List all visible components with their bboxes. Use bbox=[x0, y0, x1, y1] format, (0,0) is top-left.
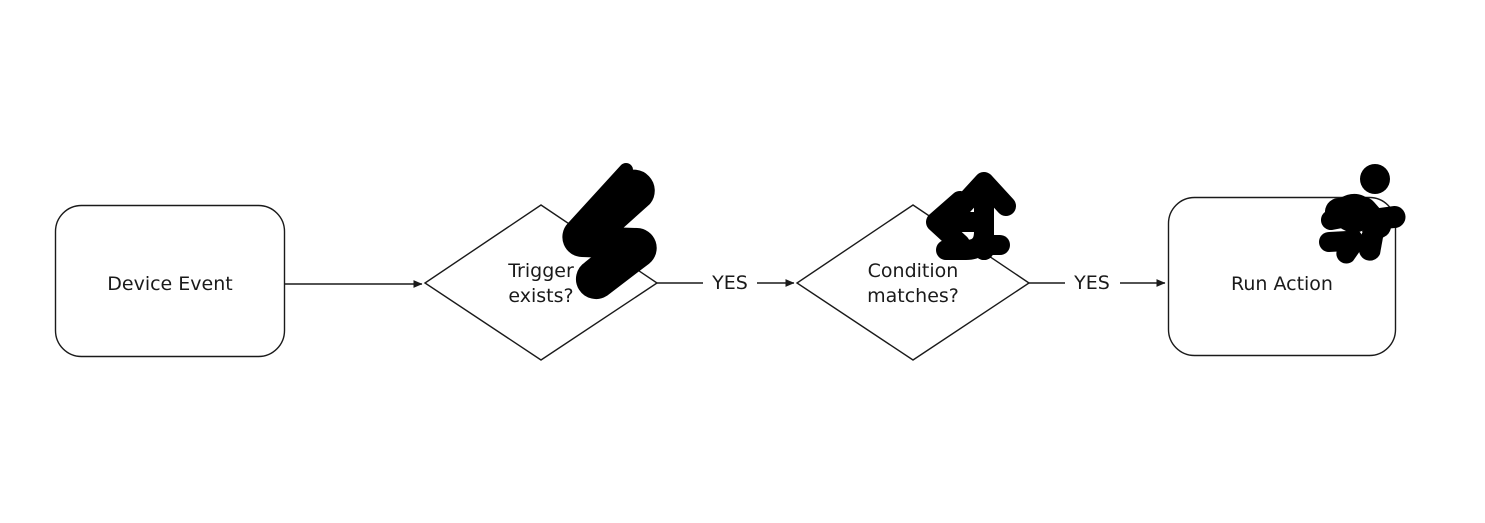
node-trigger-exists[interactable] bbox=[423, 204, 659, 361]
edge-label-yes-condition: YES bbox=[1074, 272, 1110, 294]
node-run-action[interactable] bbox=[1167, 196, 1397, 357]
node-device-event[interactable] bbox=[54, 204, 286, 358]
edge-label-yes-trigger: YES bbox=[712, 272, 748, 294]
node-condition-matches[interactable] bbox=[795, 204, 1031, 361]
